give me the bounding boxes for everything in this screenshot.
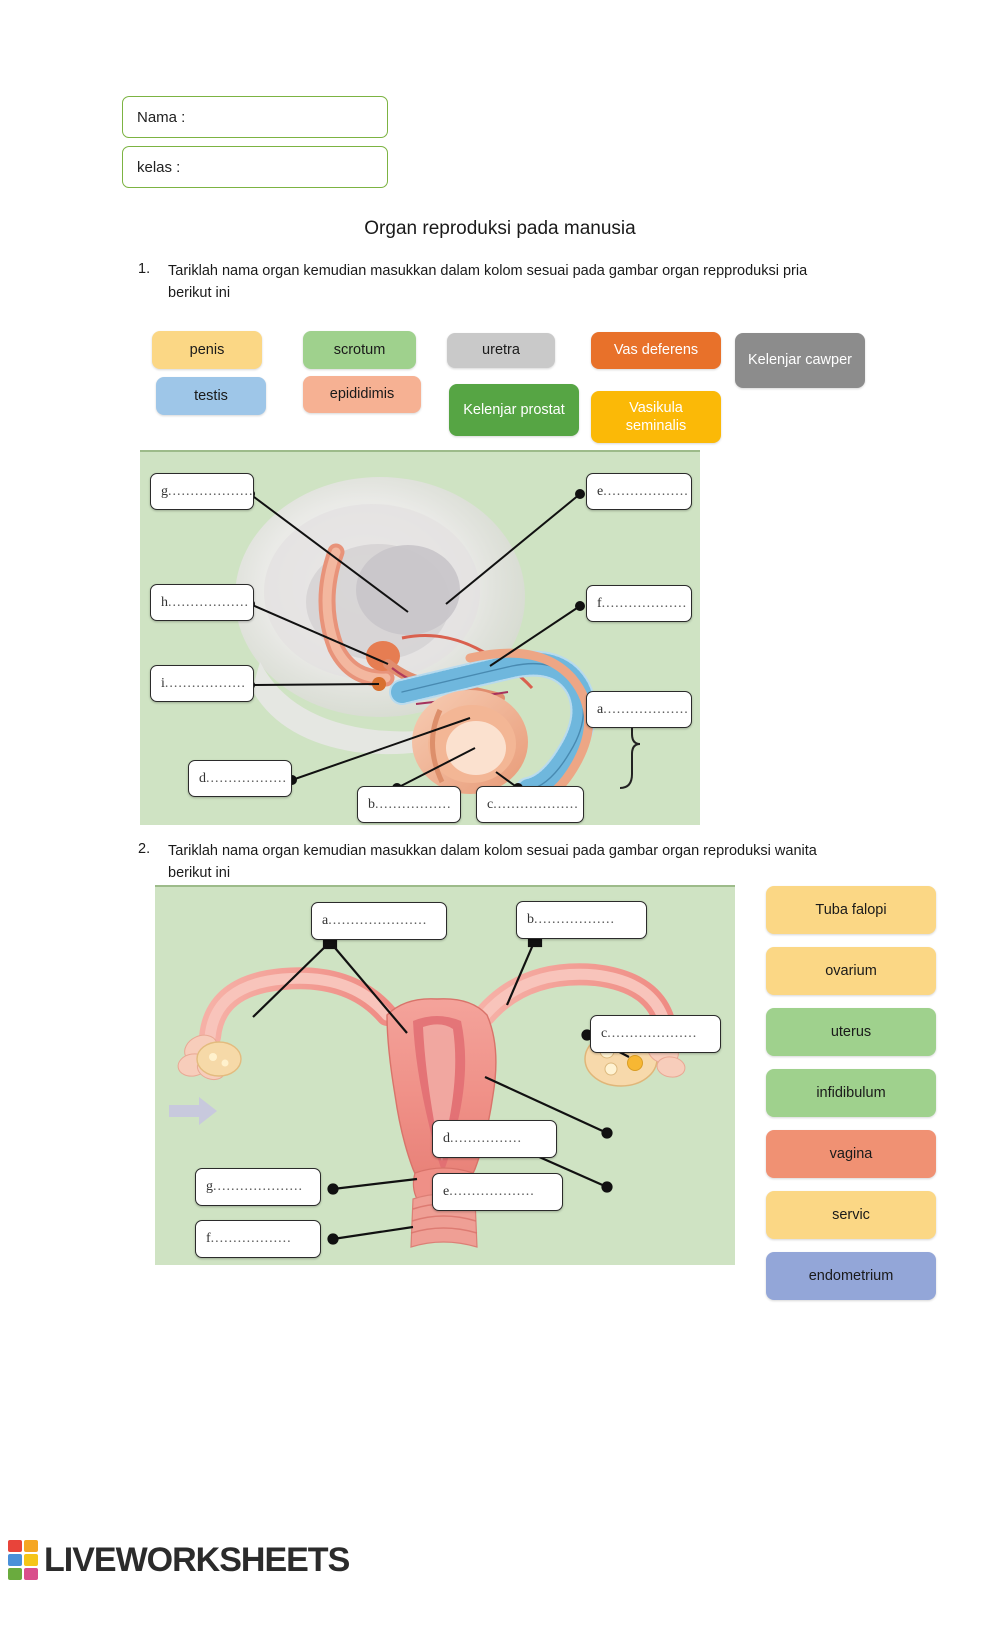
female-answer-slot-d[interactable]: d................	[432, 1120, 557, 1158]
logo-cell-5	[24, 1568, 38, 1580]
kelas-label: kelas :	[137, 158, 181, 176]
logo-cell-2	[8, 1554, 22, 1566]
slot-letter: d	[199, 770, 206, 786]
female-word-chip-ovarium[interactable]: ovarium	[766, 947, 936, 995]
slot-dots: ................	[450, 1131, 522, 1146]
slot-dots: ..................	[168, 594, 249, 610]
female-word-chip-tuba-falopi[interactable]: Tuba falopi	[766, 886, 936, 934]
male-word-chip-kelenjar-prostat[interactable]: Kelenjar prostat	[449, 384, 579, 436]
slot-letter: e	[443, 1184, 450, 1199]
male-answer-slot-h[interactable]: h..................	[150, 584, 254, 621]
slot-dots: ....................	[607, 1026, 698, 1041]
male-word-chip-scrotum[interactable]: scrotum	[303, 331, 416, 369]
logo-cell-3	[24, 1554, 38, 1566]
logo-cell-1	[24, 1540, 38, 1552]
slot-letter: b	[368, 796, 375, 812]
liveworksheets-wordmark: LIVEWORKSHEETS	[44, 1540, 350, 1579]
female-answer-slot-f[interactable]: f..................	[195, 1220, 321, 1258]
logo-cell-0	[8, 1540, 22, 1552]
female-answer-slot-e[interactable]: e...................	[432, 1173, 563, 1211]
page-title: Organ reproduksi pada manusia	[364, 218, 636, 239]
slot-dots: ..................	[210, 1231, 292, 1246]
female-word-chip-uterus[interactable]: uterus	[766, 1008, 936, 1056]
slot-letter: e	[597, 483, 604, 499]
slot-letter: a	[597, 701, 604, 717]
female-answer-slot-a[interactable]: a......................	[311, 902, 447, 940]
slot-letter: g	[161, 483, 168, 499]
slot-dots: ...................	[601, 595, 688, 611]
male-word-chip-epididimis[interactable]: epididimis	[303, 376, 421, 413]
slot-letter: f	[206, 1231, 211, 1246]
slot-letter: h	[161, 594, 168, 610]
male-word-chip-testis[interactable]: testis	[156, 377, 266, 415]
slot-letter: a	[322, 913, 329, 928]
female-answer-slot-c[interactable]: c....................	[590, 1015, 721, 1053]
liveworksheets-grid-icon	[8, 1540, 38, 1580]
slot-letter: c	[487, 796, 494, 812]
question-1-text: Tariklah nama organ kemudian masukkan da…	[168, 263, 808, 301]
nama-field[interactable]: Nama :	[122, 96, 388, 138]
female-word-chip-endometrium[interactable]: endometrium	[766, 1252, 936, 1300]
slot-letter: d	[443, 1131, 450, 1146]
male-answer-slot-e[interactable]: e...................	[586, 473, 692, 510]
male-answer-slot-d[interactable]: d..................	[188, 760, 292, 797]
male-word-chip-vas-deferens[interactable]: Vas deferens	[591, 332, 721, 369]
slot-dots: ..................	[206, 770, 287, 786]
female-word-chip-servic[interactable]: servic	[766, 1191, 936, 1239]
male-answer-slot-a[interactable]: a...................	[586, 691, 692, 728]
male-answer-slot-b[interactable]: b.................	[357, 786, 461, 823]
female-answer-slot-g[interactable]: g....................	[195, 1168, 321, 1206]
slot-dots: ....................	[213, 1179, 303, 1194]
kelas-field[interactable]: kelas :	[122, 146, 388, 188]
male-word-chip-kelenjar-cawper[interactable]: Kelenjar cawper	[735, 333, 865, 388]
slot-dots: ..................	[164, 675, 246, 691]
slot-letter: i	[161, 675, 165, 691]
male-answer-slot-c[interactable]: c...................	[476, 786, 584, 823]
liveworksheets-logo: LIVEWORKSHEETS	[8, 1540, 350, 1580]
question-2-text: Tariklah nama organ kemudian masukkan da…	[168, 843, 817, 881]
male-answer-slot-f[interactable]: f...................	[586, 585, 692, 622]
slot-dots: ...................	[493, 796, 579, 812]
female-answer-slot-b[interactable]: b..................	[516, 901, 647, 939]
slot-letter: g	[206, 1179, 213, 1194]
male-answer-slot-g[interactable]: g...................	[150, 473, 254, 510]
slot-dots: ......................	[328, 913, 428, 928]
male-word-chip-uretra[interactable]: uretra	[447, 333, 555, 368]
female-word-chip-vagina[interactable]: vagina	[766, 1130, 936, 1178]
question-1-number: 1.	[138, 261, 151, 277]
slot-dots: ...................	[603, 701, 689, 717]
female-word-chip-infidibulum[interactable]: infidibulum	[766, 1069, 936, 1117]
male-word-chip-penis[interactable]: penis	[152, 331, 262, 369]
slot-dots: ...................	[449, 1184, 535, 1199]
slot-letter: f	[597, 595, 602, 611]
male-answer-slot-i[interactable]: i..................	[150, 665, 254, 702]
nama-label: Nama :	[137, 108, 186, 126]
question-2-number: 2.	[138, 841, 151, 857]
slot-dots: ..................	[534, 912, 615, 927]
slot-dots: .................	[375, 796, 452, 812]
slot-dots: ...................	[603, 483, 689, 499]
slot-letter: b	[527, 912, 534, 927]
male-word-chip-vasikula-seminalis[interactable]: Vasikula seminalis	[591, 391, 721, 443]
slot-letter: c	[601, 1026, 608, 1041]
logo-cell-4	[8, 1568, 22, 1580]
slot-dots: ...................	[168, 483, 254, 499]
